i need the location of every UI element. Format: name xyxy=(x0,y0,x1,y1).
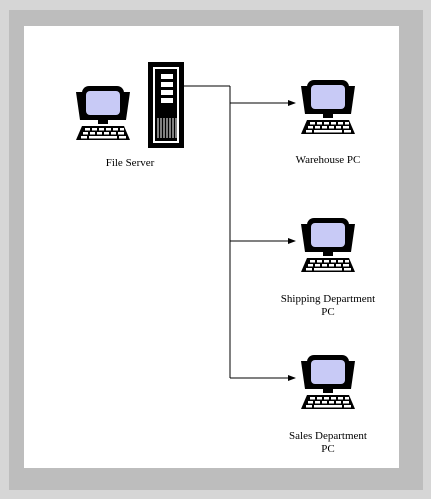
sales-pc-label-line1: Sales Department xyxy=(289,430,367,442)
sales-pc-icon xyxy=(301,355,355,409)
file-server xyxy=(76,62,184,148)
shipping-pc-label-line1: Shipping Department xyxy=(280,293,376,305)
server-tower-icon xyxy=(148,62,184,148)
file-server-label: File Server xyxy=(105,157,155,169)
warehouse-pc-icon xyxy=(301,80,355,134)
warehouse-pc-label: Warehouse PC xyxy=(295,154,361,166)
server-pc-icon xyxy=(76,86,130,140)
sales-pc-label-line2: PC xyxy=(321,443,335,455)
connections xyxy=(184,85,296,381)
shipping-pc-label-line2: PC xyxy=(321,306,335,318)
shipping-pc-icon xyxy=(301,218,355,272)
